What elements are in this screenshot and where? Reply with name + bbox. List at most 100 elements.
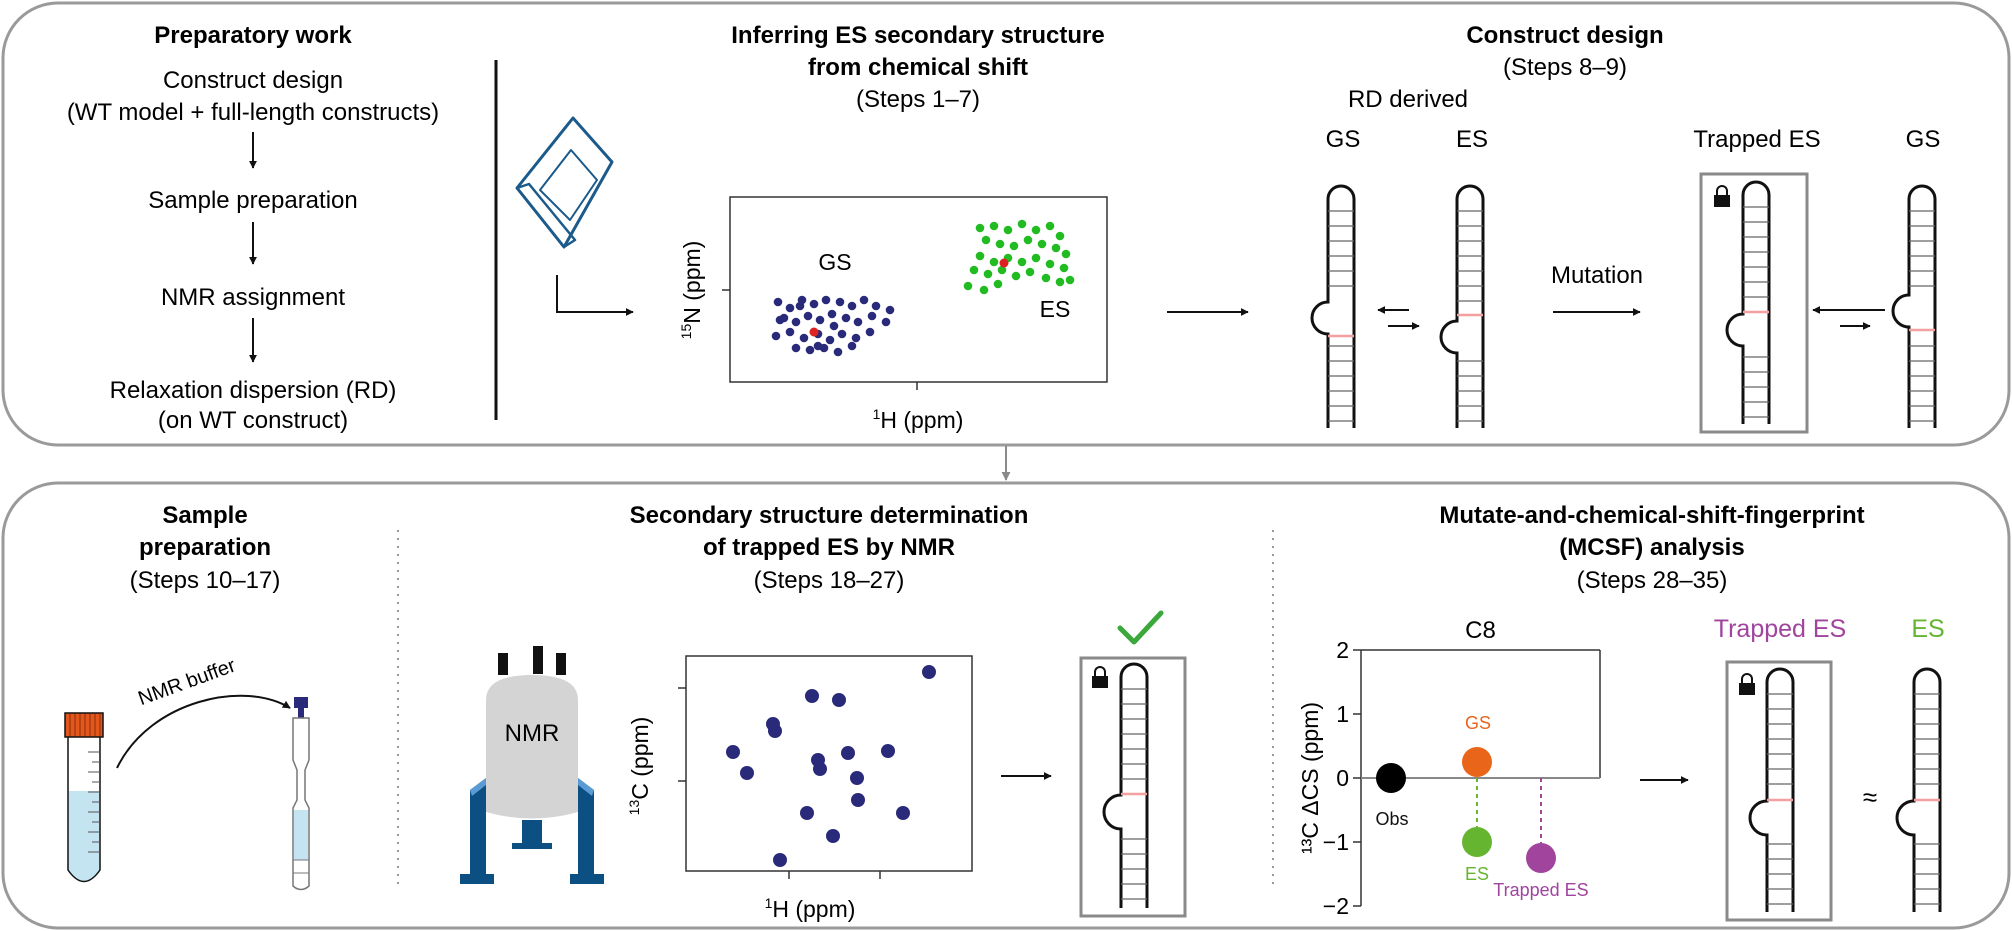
hsqc-es-peak	[1009, 241, 1019, 251]
mcsf-trapped-label: Trapped ES	[1714, 615, 1846, 643]
ss-title-line1: Secondary structure determination	[630, 502, 1029, 529]
hsqc-gs-peak	[851, 333, 861, 343]
mcsf-ytick-label: 2	[1336, 637, 1349, 663]
mcsf-point	[1526, 843, 1556, 873]
mcsf-title-line2: (MCSF) analysis	[1559, 534, 1744, 561]
mcsf-point	[1462, 747, 1492, 777]
mcsf-point	[1462, 827, 1492, 857]
infer-title-line2: from chemical shift	[808, 54, 1028, 81]
construct-gs2-label: GS	[1906, 126, 1941, 153]
nmr-spectrometer-icon	[460, 646, 604, 884]
hsqc-es-peak	[1037, 239, 1047, 249]
c13-peak	[826, 829, 840, 843]
hsqc-gs-peak	[859, 295, 869, 305]
sample-title-line2: preparation	[139, 534, 271, 561]
hsqc-gs-peak	[805, 345, 815, 355]
hsqc-gs-peak	[803, 311, 813, 321]
hsqc-es-center-peak	[999, 258, 1009, 268]
prep-step-nmr-assignment: NMR assignment	[161, 284, 345, 311]
c13-peak	[851, 793, 865, 807]
falcon-tube-icon	[64, 712, 104, 883]
hsqc-ylabel: 15N (ppm)	[678, 241, 705, 340]
c13-peak	[881, 744, 895, 758]
hsqc-es-peak	[1065, 275, 1075, 285]
checkmark-icon	[1117, 610, 1164, 645]
rd-derived-label: RD derived	[1348, 86, 1468, 113]
hsqc-gs-peak	[799, 333, 809, 343]
mcsf-es-label: ES	[1911, 615, 1944, 643]
mcsf-ytick-label: 1	[1336, 701, 1349, 727]
hsqc-es-peak	[975, 251, 985, 261]
mcsf-point-label: ES	[1465, 864, 1489, 884]
hsqc-es-peak	[979, 285, 989, 295]
c13-peak	[832, 693, 846, 707]
hsqc-es-peak	[1041, 273, 1051, 283]
hsqc-gs-peak	[771, 331, 781, 341]
hsqc-es-peak	[1031, 253, 1041, 263]
hairpin-strand	[1748, 667, 1795, 912]
hsqc-es-peak	[1023, 235, 1033, 245]
hsqc-es-peak	[1055, 231, 1065, 241]
hsqc-es-peak	[1059, 263, 1069, 273]
construct-title: Construct design	[1466, 22, 1663, 49]
hsqc-gs-peak	[809, 299, 819, 309]
laptop-icon	[515, 116, 614, 249]
nmr-label: NMR	[505, 720, 560, 747]
mcsf-chart-title: C8	[1465, 617, 1496, 644]
hsqc-gs-peak	[813, 341, 823, 351]
hsqc-gs-center-peak	[809, 327, 819, 337]
prep-step-sample: Sample preparation	[148, 187, 357, 214]
hairpin-strand	[1310, 184, 1356, 428]
mcsf-steps: (Steps 28–35)	[1577, 567, 1728, 594]
c13-peaks	[726, 665, 936, 867]
lock-icon	[1739, 673, 1755, 695]
hsqc-es-peak	[975, 223, 985, 233]
hsqc-es-peak	[993, 279, 1003, 289]
prep-step-rd: Relaxation dispersion (RD)	[110, 377, 397, 404]
hsqc-gs-peak	[825, 335, 835, 345]
hsqc-es-peak	[989, 257, 999, 267]
top-panel	[1, 1, 2011, 447]
hsqc-gs-peak	[791, 343, 801, 353]
hsqc-gs-peak	[841, 313, 851, 323]
hsqc-es-peak	[1017, 219, 1027, 229]
c13-peak	[896, 806, 910, 820]
hairpin-strand	[1725, 180, 1771, 424]
c13-plot-frame	[685, 655, 973, 872]
mcsf-point-label: Obs	[1375, 809, 1408, 829]
infer-steps: (Steps 1–7)	[856, 86, 980, 113]
hsqc-gs-peak	[791, 317, 801, 327]
hsqc-gs-peak	[835, 297, 845, 307]
approx-symbol: ≈	[1863, 782, 1877, 812]
hsqc-gs-peak	[785, 303, 795, 313]
hairpin-ss-result	[1102, 662, 1149, 908]
hsqc-gs-peak	[847, 301, 857, 311]
mcsf-point-label: Trapped ES	[1493, 880, 1588, 900]
hsqc-gs-peak	[837, 329, 847, 339]
hsqc-gs-peak	[827, 309, 837, 319]
hsqc-es-peaks	[963, 219, 1075, 295]
hsqc-gs-peak	[885, 305, 895, 315]
hsqc-gs-peak	[775, 315, 785, 325]
hsqc-gs-peaks	[771, 295, 895, 357]
mcsf-trapped-box	[1725, 660, 1833, 922]
hsqc-es-peak	[1031, 225, 1041, 235]
c13-xlabel: 1H (ppm)	[765, 895, 856, 922]
nmr-tube-icon	[292, 697, 310, 891]
c13-ylabel: 13C (ppm)	[626, 717, 653, 816]
c13-peak	[805, 689, 819, 703]
bottom-panel	[1, 481, 2011, 930]
hsqc-gs-peak	[865, 327, 875, 337]
hsqc-es-peak	[1045, 259, 1055, 269]
hsqc-gs-peak	[773, 297, 783, 307]
hsqc-gs-peak	[853, 317, 863, 327]
hsqc-es-peak	[963, 281, 973, 291]
ss-title-line2: of trapped ES by NMR	[703, 534, 955, 561]
prep-step-construct-detail: (WT model + full-length constructs)	[67, 99, 439, 126]
hairpin-gs-2	[1891, 184, 1937, 428]
lock-icon	[1714, 185, 1730, 207]
mcsf-ytick-label: −2	[1323, 893, 1349, 919]
c13-peak	[726, 745, 740, 759]
hsqc-gs-label: GS	[818, 249, 851, 275]
